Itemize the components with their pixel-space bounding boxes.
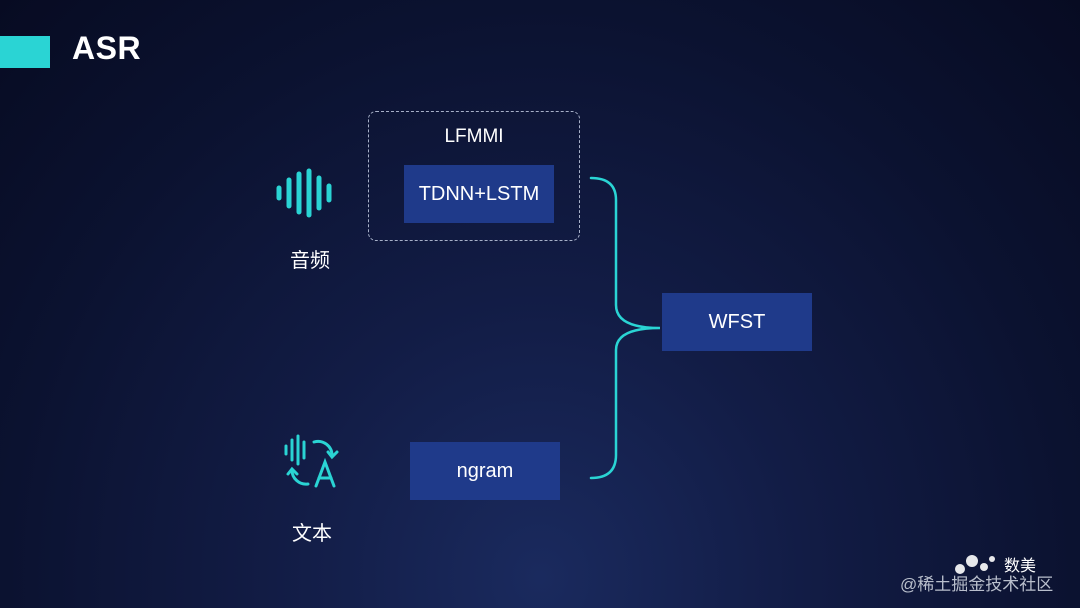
watermark-text: @稀土掘金技术社区: [900, 575, 1054, 594]
lfmmi-group: LFMMI: [368, 111, 580, 241]
acoustic-model-box: TDNN+LSTM: [404, 165, 554, 223]
slide-title: ASR: [72, 30, 142, 66]
audio-wave-icon: [276, 168, 332, 218]
audio-label: 音频: [290, 250, 330, 272]
language-model-box: ngram: [410, 442, 560, 500]
decoder-box: WFST: [662, 293, 812, 351]
title-accent-bar: [0, 36, 50, 68]
lfmmi-label: LFMMI: [444, 126, 504, 147]
watermark-brand: 数美: [1004, 558, 1037, 575]
shumei-logo-icon: [955, 555, 995, 574]
speech-to-text-icon: [284, 434, 339, 488]
text-label: 文本: [292, 523, 332, 545]
